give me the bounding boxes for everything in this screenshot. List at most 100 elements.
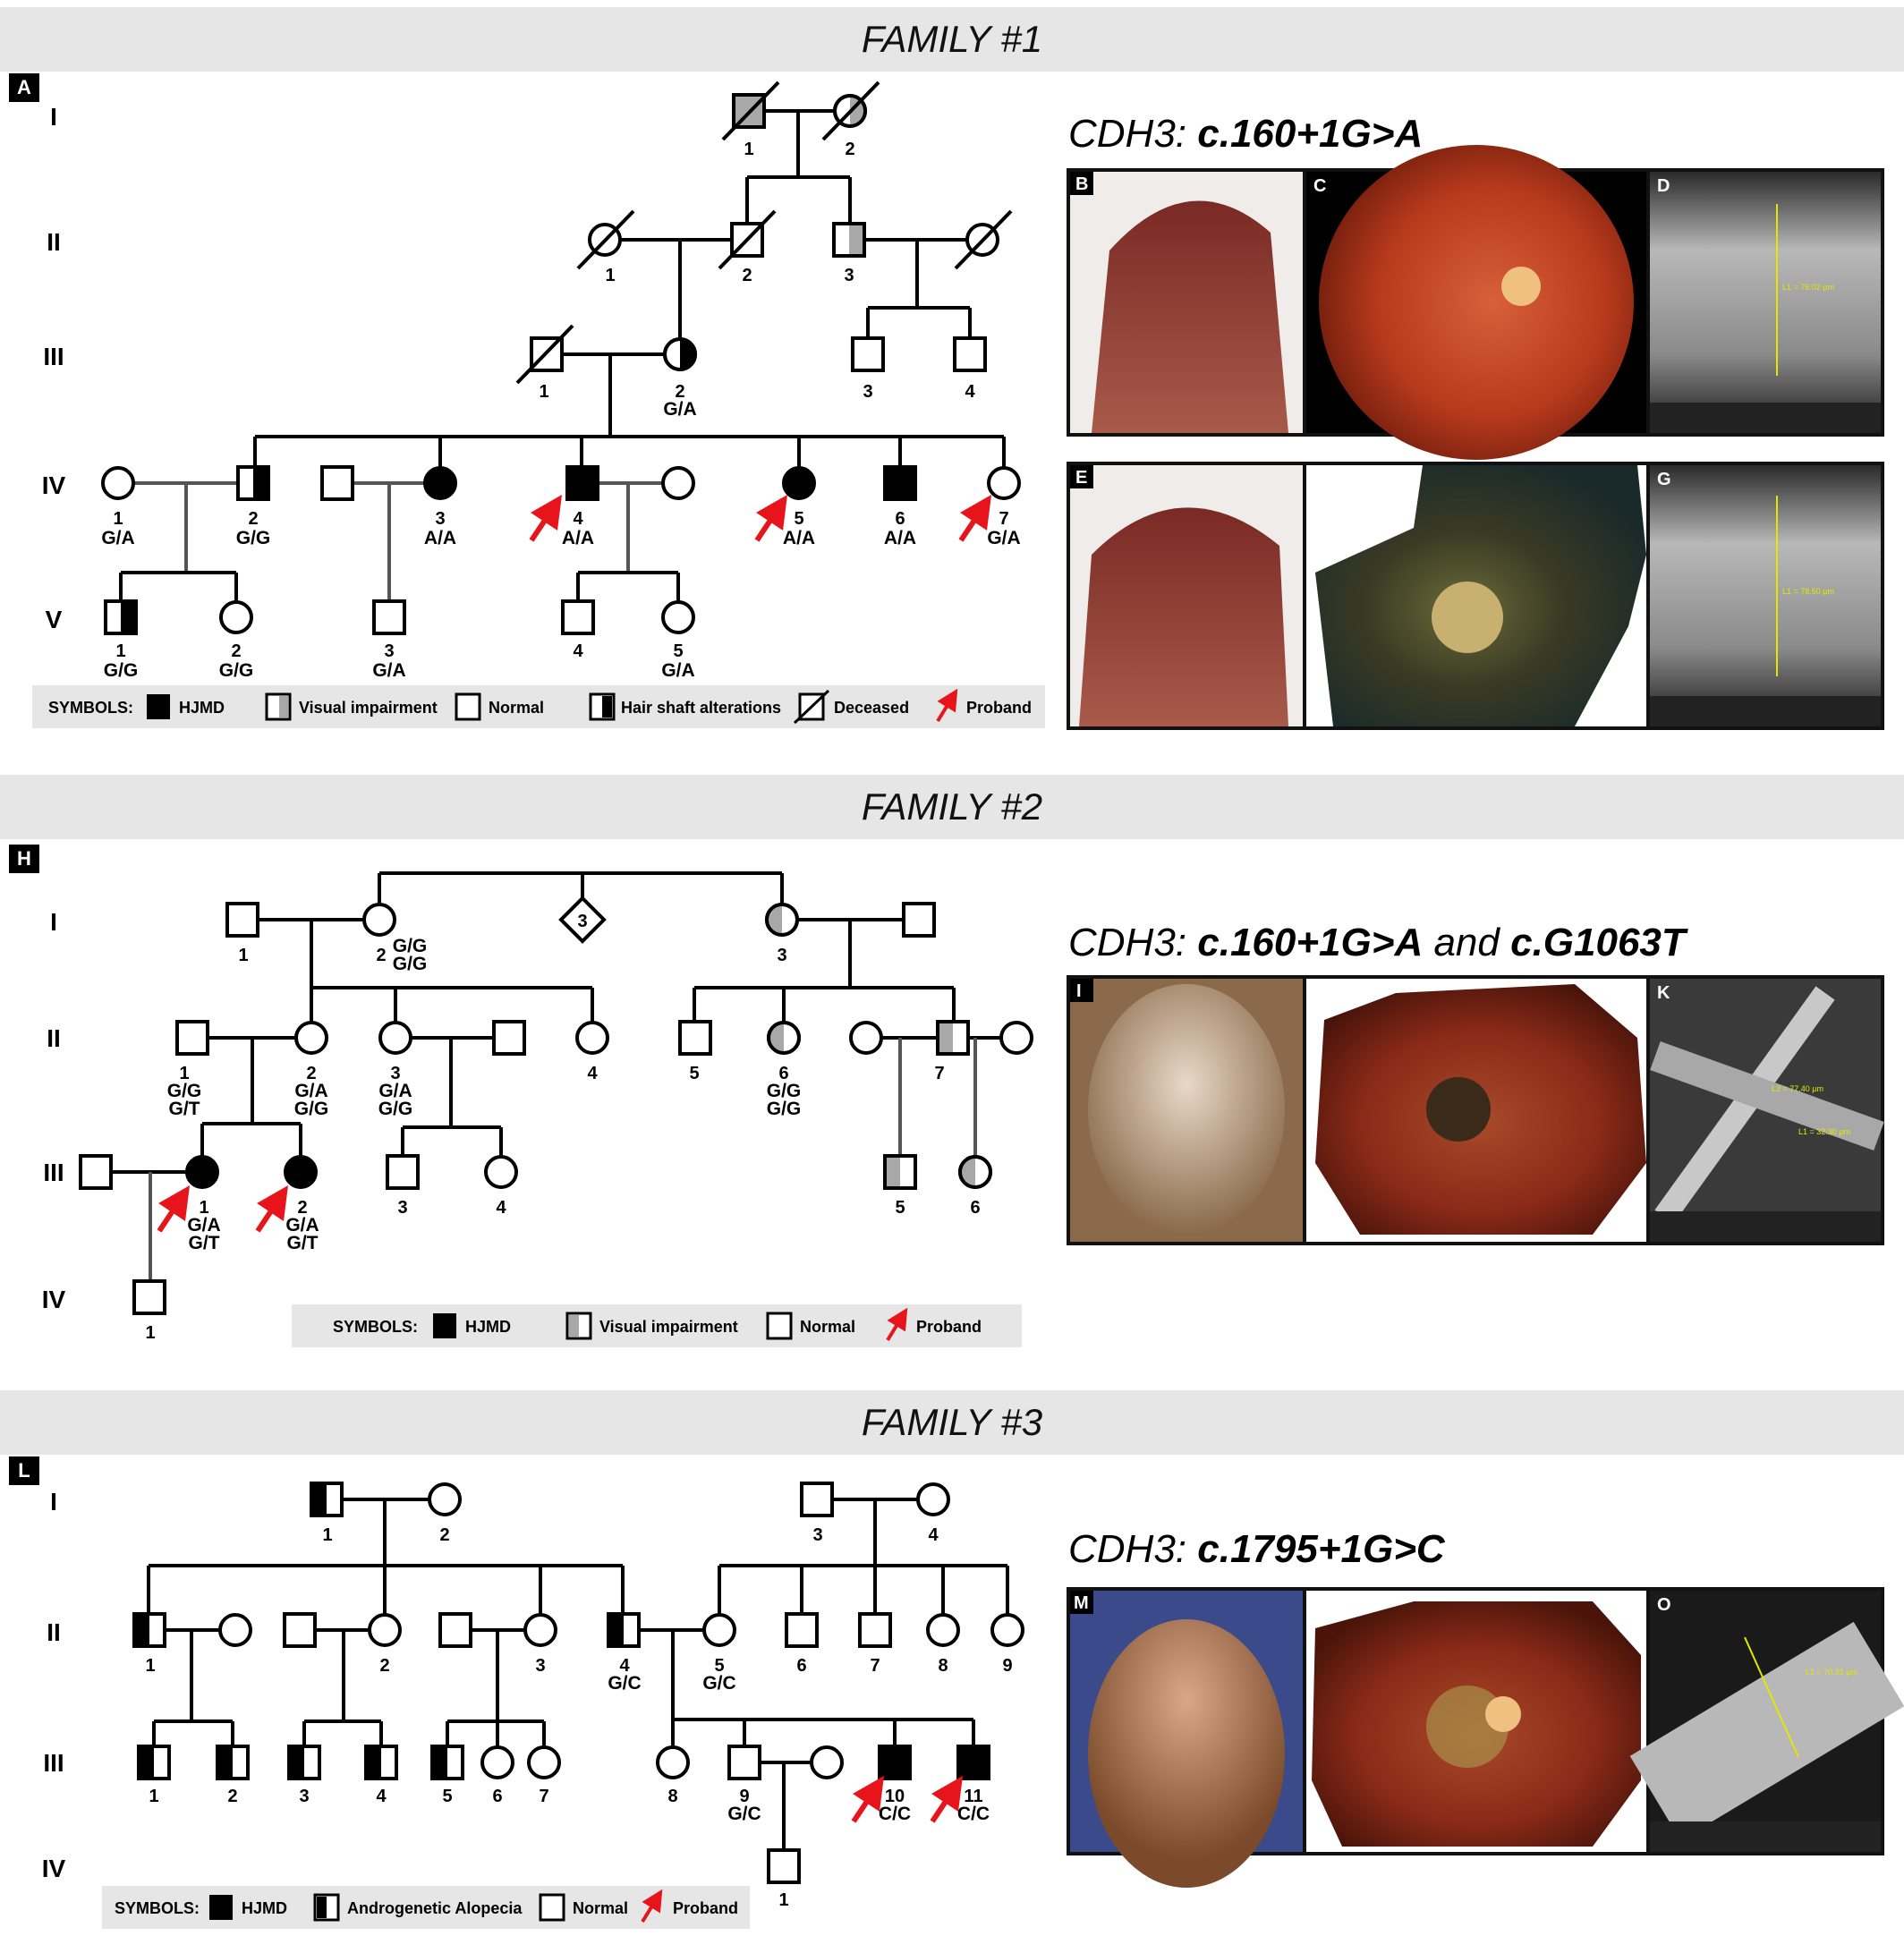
photo-label: D [1657,176,1670,196]
individual-number: 1 [149,1787,158,1806]
individual-number: 6 [970,1198,980,1218]
genotype: A/A [562,528,594,548]
svg-text:L1 = 76.02 µm: L1 = 76.02 µm [1782,283,1834,292]
individual-number: 2 [297,1198,307,1218]
legend-title: SYMBOLS: [115,1899,200,1917]
genotype: G/A [101,528,134,548]
photo-label: B [1075,174,1088,194]
individual-symbol [523,1613,557,1647]
individual-number: 1 [238,946,248,965]
individual-symbol [185,1155,219,1189]
individual-number: 4 [573,641,583,661]
individual-symbol [916,1482,950,1516]
individual-symbol [561,599,595,635]
individual-number: 3 [812,1525,822,1545]
gen-label: IV [42,1286,66,1313]
individual-symbol [858,1612,892,1648]
individual-symbol [953,336,987,372]
family1-title: FAMILY #1 [861,18,1043,60]
gen-label: I [50,103,57,131]
individual-symbol [423,466,457,500]
genotype: G/T [169,1099,200,1119]
family1-header-band [0,7,1904,72]
individual-number: 4 [619,1656,630,1676]
family3-mutation: CDH3: c.1795+1G>C [1068,1527,1446,1571]
individual-number: 1 [145,1656,155,1676]
family3-pedigree [147,1498,1009,1850]
individual-number: 2 [439,1525,449,1545]
proband-arrow [157,1185,190,1233]
individual-symbol [656,1745,690,1779]
individual-number: 1 [605,266,615,285]
individual-symbol [79,1154,113,1190]
photo-label: M [1074,1593,1089,1613]
individual-symbol [225,902,259,938]
genotype: G/G [104,660,139,681]
svg-text:L2 = 77.40 µm: L2 = 77.40 µm [1772,1084,1823,1093]
genotype: G/C [727,1804,761,1824]
genotype: C/C [879,1804,911,1824]
individual-number: 3 [863,382,872,402]
gen-label: IV [42,1855,66,1882]
individual-symbol [492,1020,526,1056]
panel-letter-a: A [9,73,39,102]
individual-number: 2 [227,1787,237,1806]
photo-label: J [1313,983,1323,1003]
genotype: G/A [294,1081,327,1101]
individual-number: 3 [777,946,786,965]
individual-symbol [902,902,936,938]
genotype: G/A [987,528,1020,548]
genotype: G/A [663,399,696,420]
legend-label: HJMD [179,699,225,717]
proband-arrow [529,495,562,542]
svg-text:L1 = 78.50 µm: L1 = 78.50 µm [1782,587,1834,596]
genotype: G/G [393,954,428,974]
individual-number: 4 [587,1064,598,1083]
family2-mutation: CDH3: c.160+1G>A and c.G1063T [1068,921,1688,964]
genotype: G/G [294,1099,329,1119]
genotype: G/G [767,1081,802,1101]
individual-number: 2 [742,266,752,285]
photo-label: O [1657,1595,1671,1615]
family2-legend: SYMBOLS: HJMD Visual impairment Normal P… [292,1304,1022,1347]
family1-symbols [101,81,1021,635]
family1-legend: SYMBOLS: HJMD Visual impairment Normal H… [32,685,1045,728]
legend-label: Normal [573,1899,628,1917]
gen-label: III [43,343,64,370]
gen-label: II [47,1618,61,1646]
family2-photos: L2 = 77.40 µm L1 = 32.30 µm [1067,975,1884,1245]
legend-title: SYMBOLS: [48,699,133,717]
individual-number: 2 [376,946,386,965]
individual-number: 4 [496,1198,506,1218]
genotype: G/A [187,1215,220,1235]
genotype: G/G [219,660,254,681]
individual-number: 6 [796,1656,806,1676]
genotype: G/A [378,1081,412,1101]
genotype: G/C [608,1673,641,1694]
family1-photo-labels: B C D E F G [1070,172,1671,489]
family2-title: FAMILY #2 [861,785,1043,828]
family3-photos: L1 = 70.31 µm [1067,1587,1904,1888]
individual-number: 3 [397,1198,407,1218]
individual-symbol [926,1613,960,1647]
genotype: G/G [167,1081,202,1101]
family1-proband-arrows [529,495,991,542]
individual-symbol [851,336,885,372]
family1-photos: L1 = 76.02 µm L1 = 78.50 µm [1067,145,1884,730]
sem-photo [1650,172,1881,433]
family1-pedigree [119,109,1006,601]
genotype: A/A [424,528,456,548]
individual-symbol [727,1745,761,1780]
individual-number: 9 [739,1787,749,1806]
individual-symbol [175,1020,209,1056]
proband-arrow [930,1776,963,1823]
individual-number: 1 [778,1890,788,1910]
legend-label: Normal [489,699,544,717]
individual-number: 2 [845,140,854,159]
svg-text:L1 = 32.30 µm: L1 = 32.30 µm [1798,1127,1850,1136]
individual-number: 1 [179,1064,189,1083]
individual-number: 5 [714,1656,724,1676]
individual-symbol [484,1155,518,1189]
family3-title: FAMILY #3 [861,1401,1043,1443]
